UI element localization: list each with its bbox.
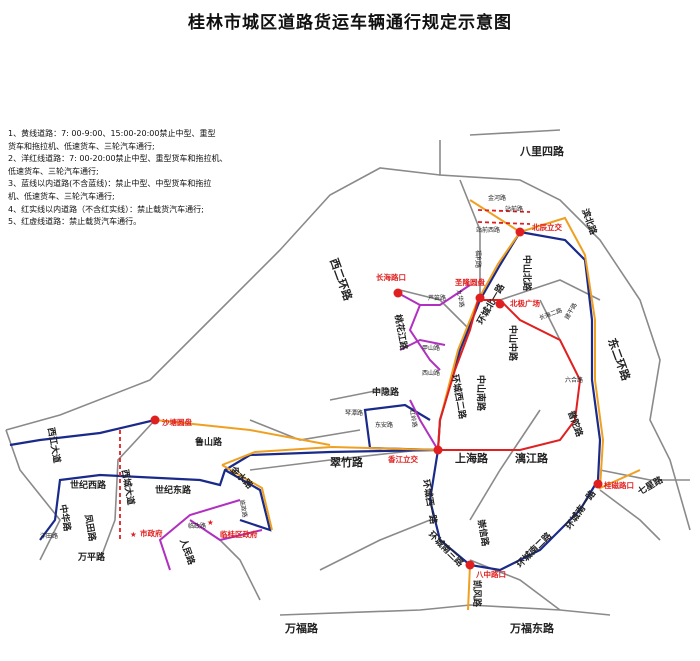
legend-line: 3、蓝线以内道路(不含蓝线)：禁止中型、中型货车和拖拉 <box>8 179 212 189</box>
road-label: 世纪西路 <box>70 479 107 491</box>
place-label: 桂磁路口 <box>603 480 634 490</box>
road-label: 漓江路 <box>515 451 549 465</box>
road-label: 西城大道 <box>119 468 137 506</box>
road-label: 临政路 <box>238 499 249 518</box>
place-markers <box>150 227 603 570</box>
legend: 1、黄线道路：7: 00-9:00、15:00-20:00禁止中型、重型 货车和… <box>8 128 308 229</box>
marker-beiji <box>495 299 505 309</box>
road-label: 万福路 <box>284 621 319 635</box>
place-label: 圣隆圆盘 <box>454 277 485 287</box>
road-label: 站前西路 <box>476 226 500 234</box>
road-label: 世纪东路 <box>155 484 192 496</box>
gray-road-network <box>5 129 691 616</box>
legend-line: 机、低速货车、三轮汽车通行; <box>8 191 115 201</box>
marker-xiangjiang <box>433 445 443 455</box>
road-label: 琴潭路 <box>345 409 363 417</box>
star-icon: ★ <box>207 518 214 527</box>
road-label: 环城南二路 <box>514 529 555 570</box>
road-label: 芦笛路 <box>428 294 446 302</box>
magenta-restricted-line <box>158 284 471 571</box>
legend-line: 货车和拖拉机、低速货车、三轮汽车通行; <box>8 141 155 151</box>
road-label: 东二环路 <box>605 336 634 383</box>
road-label: 环城西二路 <box>449 373 469 420</box>
place-label: 长海路口 <box>376 272 406 282</box>
legend-line: 5、红虚线道路：禁止载货汽车通行。 <box>8 217 142 227</box>
road-label: 普陀路 <box>565 409 586 439</box>
marker-changhai <box>393 288 403 298</box>
map-title: 桂林市城区道路货运车辆通行规定示意图 <box>188 13 512 33</box>
marker-bazhong <box>465 560 475 570</box>
marker-shenglong <box>475 293 485 303</box>
road-label: 中隐路 <box>372 386 400 398</box>
marker-beichen <box>515 227 525 237</box>
road-label: 崇信路 <box>475 518 492 548</box>
road-label: 万福东路 <box>509 621 555 635</box>
road-label: 上海路 <box>455 451 489 465</box>
road-label: 九华路 <box>455 289 466 308</box>
road-label: 七星路 <box>636 473 666 497</box>
road-label: 环城南一路 <box>563 487 599 532</box>
place-label: 香江立交 <box>387 454 418 464</box>
marker-guiye <box>593 479 603 489</box>
road-label: 中山北路 <box>521 255 533 292</box>
legend-line: 1、黄线道路：7: 00-9:00、15:00-20:00禁止中型、重型 <box>8 129 216 138</box>
place-label: 临桂区政府 <box>220 529 258 539</box>
place-label: 北辰立交 <box>532 222 562 232</box>
road-label: 福利路 <box>474 250 482 268</box>
place-label: 北极广场 <box>510 298 540 308</box>
legend-line: 2、洋红线道路：7: 00-20:00禁止中型、重型货车和拖拉机、 <box>8 154 228 164</box>
road-label: 鲁山路 <box>195 436 223 448</box>
road-label: 建干路 <box>563 301 579 321</box>
road-label: 西江大道 <box>45 426 63 464</box>
red-restricted-line <box>437 299 582 451</box>
road-label: 临政路 <box>188 522 206 530</box>
road-label: 八里四路 <box>519 144 565 158</box>
road-label: 红岭路 <box>408 409 419 428</box>
road-label: 中华路 <box>57 503 74 533</box>
road-label: 东安路 <box>375 421 393 429</box>
road-label: 西二环路 <box>327 256 356 303</box>
road-label: 站前路 <box>505 205 523 213</box>
road-label: 中山南路 <box>475 375 487 412</box>
road-label: 洋田路 <box>40 532 58 540</box>
road-label: 凤田路 <box>82 513 99 543</box>
road-label: 翠竹路 <box>330 455 364 469</box>
road-label: 六合路 <box>565 376 583 384</box>
red-dashed-line <box>119 209 531 540</box>
road-label: 金河路 <box>488 194 506 202</box>
marker-shatao <box>150 415 160 425</box>
star-icon: ★ <box>130 530 137 539</box>
place-label: 沙塘圆盘 <box>162 417 192 427</box>
road-label: 桃花江路 <box>392 313 410 352</box>
place-label: 八中路口 <box>475 569 506 579</box>
road-label: 凯风路 <box>471 580 483 608</box>
place-label: 市政府 <box>140 528 163 538</box>
road-label: 环城南三路 <box>426 529 467 570</box>
road-label: 万平路 <box>77 551 106 563</box>
road-label: 甲山路 <box>422 344 440 352</box>
road-label: 金水路 <box>227 463 256 492</box>
road-label: 西山路 <box>422 369 440 377</box>
road-label: 中山中路 <box>507 325 519 362</box>
blue-boundary-line <box>9 230 602 572</box>
road-label: 环城西一路 <box>420 478 440 525</box>
legend-line: 4、红实线以内道路（不含红实线）：禁止载货汽车通行; <box>8 204 204 214</box>
road-label: 人民路 <box>177 536 198 567</box>
legend-line: 低速货车、三轮汽车通行; <box>8 166 99 176</box>
